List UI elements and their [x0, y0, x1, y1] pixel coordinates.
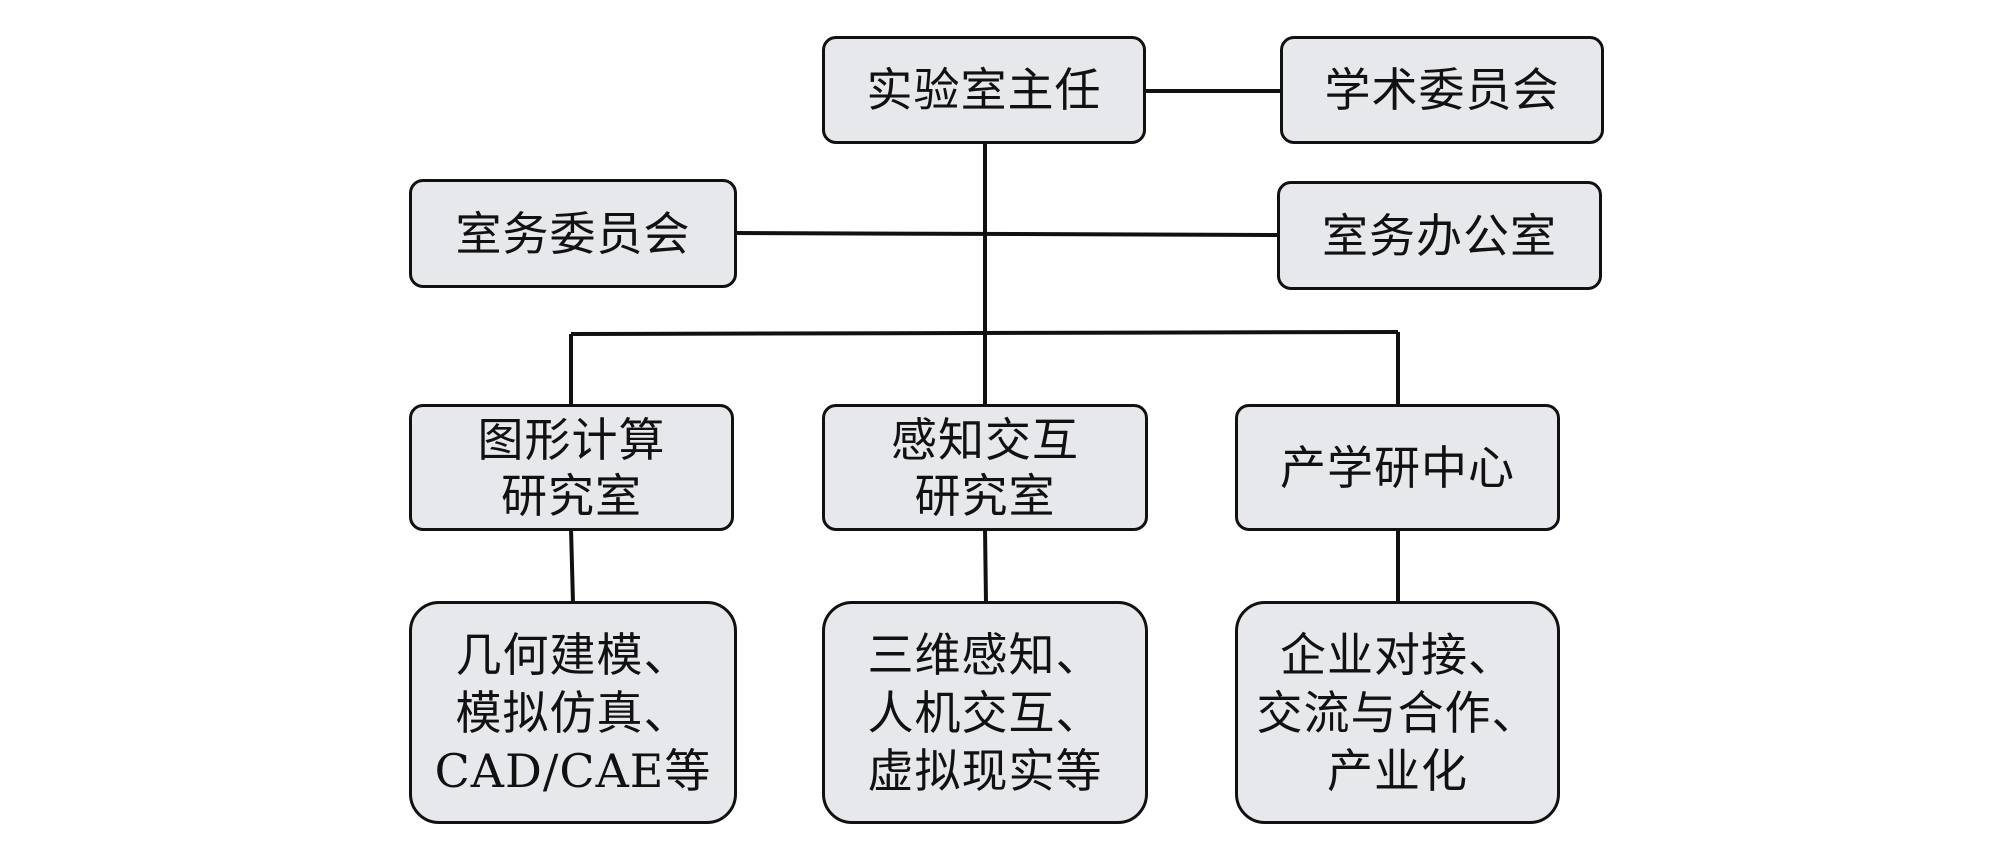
affairs-office-box: 室务办公室 — [1277, 181, 1602, 290]
graphics-topic-2: 模拟仿真、 — [455, 685, 691, 740]
graphics-topics-box: 几何建模、 模拟仿真、 CAD/CAE等 — [409, 601, 737, 824]
industry-topic-2: 交流与合作、 — [1256, 685, 1539, 740]
affairs-committee-label: 室务委员会 — [455, 206, 691, 261]
graphics-lab-label-line1: 图形计算 — [477, 412, 666, 467]
perception-lab-label-line2: 研究室 — [914, 468, 1056, 523]
industry-center-box: 产学研中心 — [1235, 404, 1560, 531]
academic-committee-box: 学术委员会 — [1280, 36, 1604, 144]
graphics-lab-box: 图形计算 研究室 — [409, 404, 734, 531]
academic-committee-label: 学术委员会 — [1324, 63, 1560, 117]
perception-lab-label-line1: 感知交互 — [891, 412, 1079, 467]
perception-lab-box: 感知交互 研究室 — [822, 404, 1148, 531]
perception-topics-box: 三维感知、 人机交互、 虚拟现实等 — [822, 601, 1148, 824]
connector-perception-detail — [983, 527, 988, 604]
director-box: 实验室主任 — [822, 36, 1146, 144]
industry-topic-1: 企业对接、 — [1280, 627, 1515, 682]
affairs-committee-box: 室务委员会 — [409, 179, 737, 288]
perception-topic-1: 三维感知、 — [867, 627, 1103, 682]
connector-branch-bar — [570, 330, 1399, 336]
graphics-topic-1: 几何建模、 — [455, 627, 691, 682]
industry-center-label: 产学研中心 — [1280, 440, 1515, 495]
perception-topic-2: 人机交互、 — [867, 685, 1103, 740]
industry-topic-3: 产业化 — [1327, 743, 1468, 798]
industry-topics-box: 企业对接、 交流与合作、 产业化 — [1235, 601, 1560, 824]
director-label: 实验室主任 — [866, 63, 1102, 117]
connector-graphics-detail — [569, 527, 575, 604]
graphics-lab-label-line2: 研究室 — [501, 468, 642, 523]
perception-topic-3: 虚拟现实等 — [867, 743, 1103, 798]
affairs-office-label: 室务办公室 — [1322, 208, 1557, 263]
graphics-topic-3: CAD/CAE等 — [434, 743, 712, 798]
connector-committee-office — [735, 231, 1279, 237]
